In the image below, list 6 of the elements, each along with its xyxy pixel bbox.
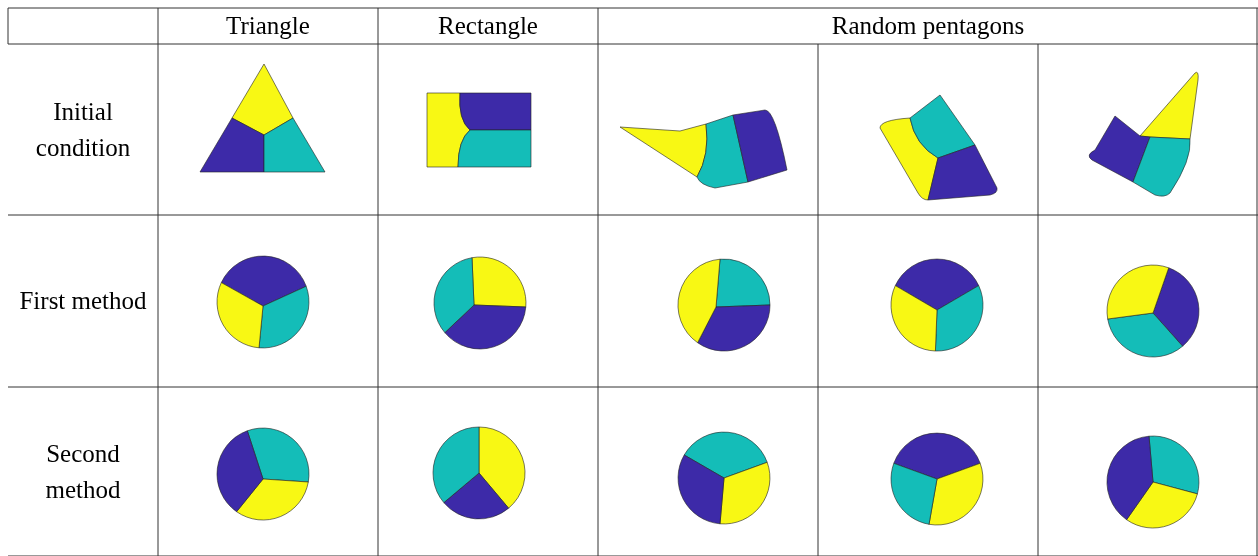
row-header: Second method [44,438,122,505]
column-header: Random pentagons [830,11,1026,41]
row-header: First method [18,286,148,316]
column-header: Triangle [225,11,311,41]
row-header: Initial condition [34,96,132,163]
column-header: Rectangle [437,11,539,41]
